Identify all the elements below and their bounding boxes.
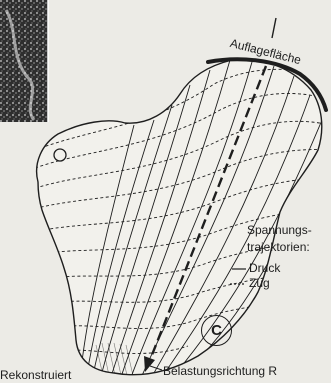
legend-druck-label: Druck <box>249 261 280 275</box>
panel-badge: C <box>201 315 232 346</box>
cut-off-caption: Rekonstruiert <box>0 368 71 382</box>
trajectories-label: Spannungs- trajektorien: <box>247 222 312 256</box>
trajectories-label-line-1: Spannungs- <box>247 222 312 239</box>
load-direction-label: Belastungsrichtung R <box>163 364 277 378</box>
legend-zug-label: Zug <box>249 276 270 290</box>
trajectories-label-line-2: trajektorien: <box>247 239 312 256</box>
photo-inset <box>0 0 48 122</box>
foramen-hole <box>54 149 66 161</box>
